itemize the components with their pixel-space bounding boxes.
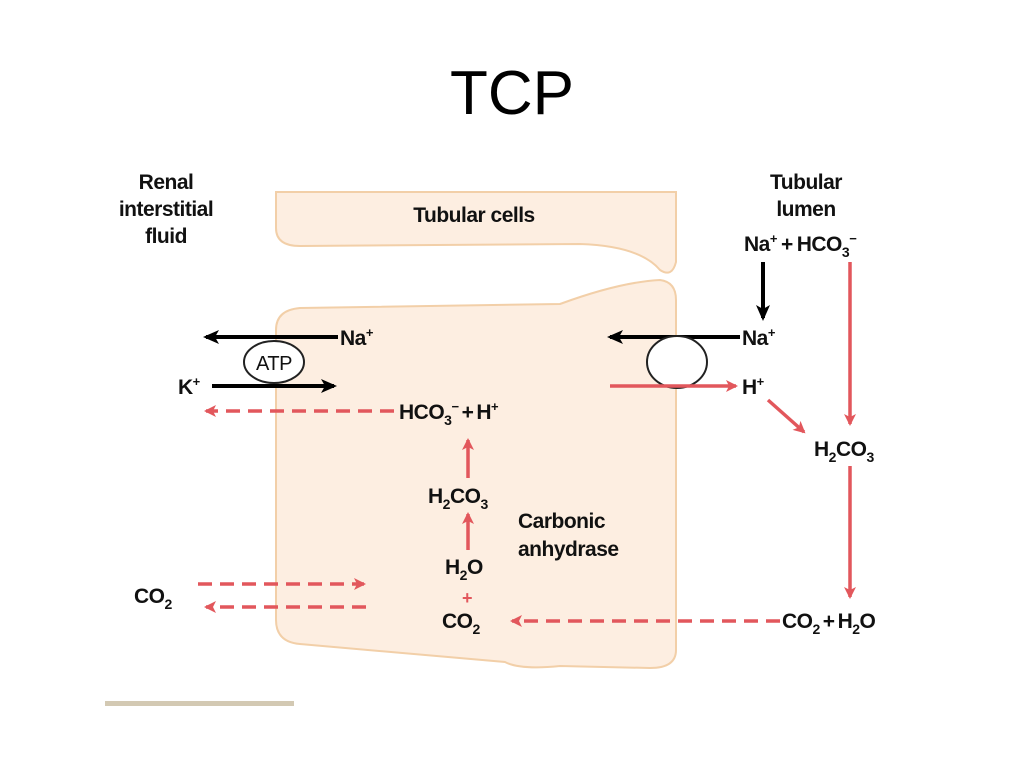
carbonic-anhydrase-line2: anhydrase <box>518 538 619 561</box>
slide-title: TCP <box>450 59 574 128</box>
h-to-h2co3-arrow <box>766 398 806 434</box>
co2-h2o-lumen-label: CO2+H2O <box>782 610 876 637</box>
upper-tubular-cell <box>275 191 677 274</box>
co2-cell-label: CO2 <box>442 610 481 637</box>
lumen-label-line1: Tubular <box>770 171 842 194</box>
h2co3-cell-label: H2CO3 <box>428 485 488 512</box>
na-apical-label: Na+ <box>742 325 776 350</box>
interstitial-label-line1: Renal <box>139 171 194 194</box>
lumen-na-hco3-label: Na++HCO3− <box>744 231 857 260</box>
na-k-atpase <box>243 340 305 384</box>
plus-cell: + <box>462 588 472 608</box>
main-tubular-cell <box>275 278 677 670</box>
h-lumen-label: H+ <box>742 374 765 399</box>
co2-interstitial-label: CO2 <box>134 585 173 612</box>
carbonic-anhydrase-line1: Carbonic <box>518 510 606 533</box>
hco3-h-cell-label: HCO3−+H+ <box>399 399 499 428</box>
lumen-label-line2: lumen <box>776 198 835 221</box>
h2o-cell-label: H2O <box>445 556 483 583</box>
atp-label: ATP <box>256 353 292 375</box>
na-basolateral-label: Na+ <box>340 325 374 350</box>
k-label: K+ <box>178 374 201 399</box>
interstitial-label-line2: interstitial <box>119 198 213 221</box>
interstitial-label-line3: fluid <box>145 225 187 248</box>
footer-rule <box>105 701 294 706</box>
cells-label: Tubular cells <box>413 204 534 227</box>
na-h-exchanger <box>646 335 708 389</box>
h2co3-lumen-label: H2CO3 <box>814 438 874 465</box>
